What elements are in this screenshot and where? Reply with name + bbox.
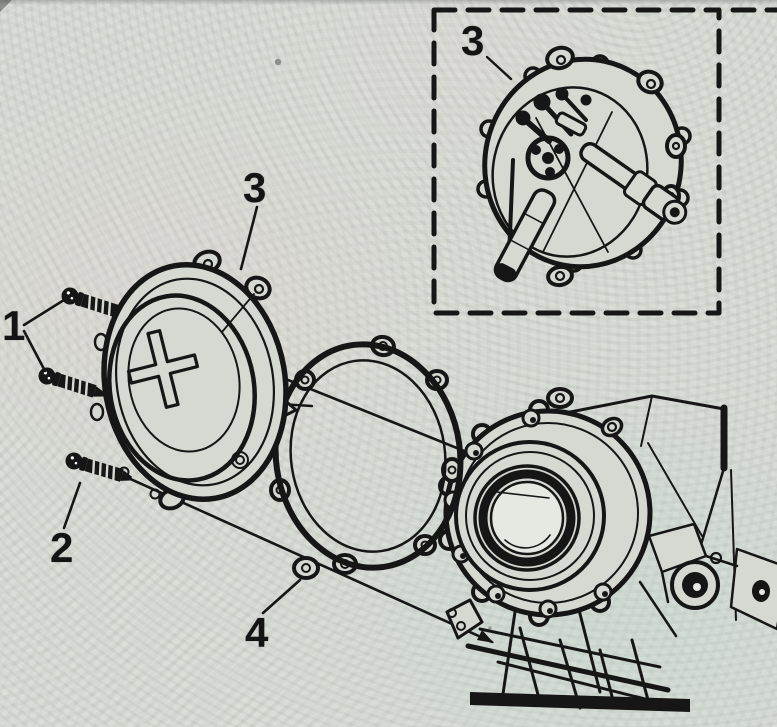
transfer-case-housing [438, 387, 777, 712]
callout-4-label: 4 [245, 609, 269, 656]
callout-3-inset-leader [485, 55, 513, 81]
pump-cover [89, 249, 298, 511]
cover-cross-slot [126, 329, 200, 409]
callout-3-inset-label: 3 [461, 17, 485, 64]
callout-1-label: 1 [2, 302, 26, 349]
bolt-1b [38, 367, 105, 398]
inset-mechanism [493, 87, 688, 283]
bolt-2 [65, 452, 132, 482]
callout-leaders [22, 205, 302, 615]
gasket [269, 334, 464, 580]
callout-2-label: 2 [50, 524, 74, 571]
inset-cover-rear-view [476, 45, 692, 288]
inset-detail-box [431, 7, 777, 316]
callout-3-main-label: 3 [243, 164, 267, 211]
